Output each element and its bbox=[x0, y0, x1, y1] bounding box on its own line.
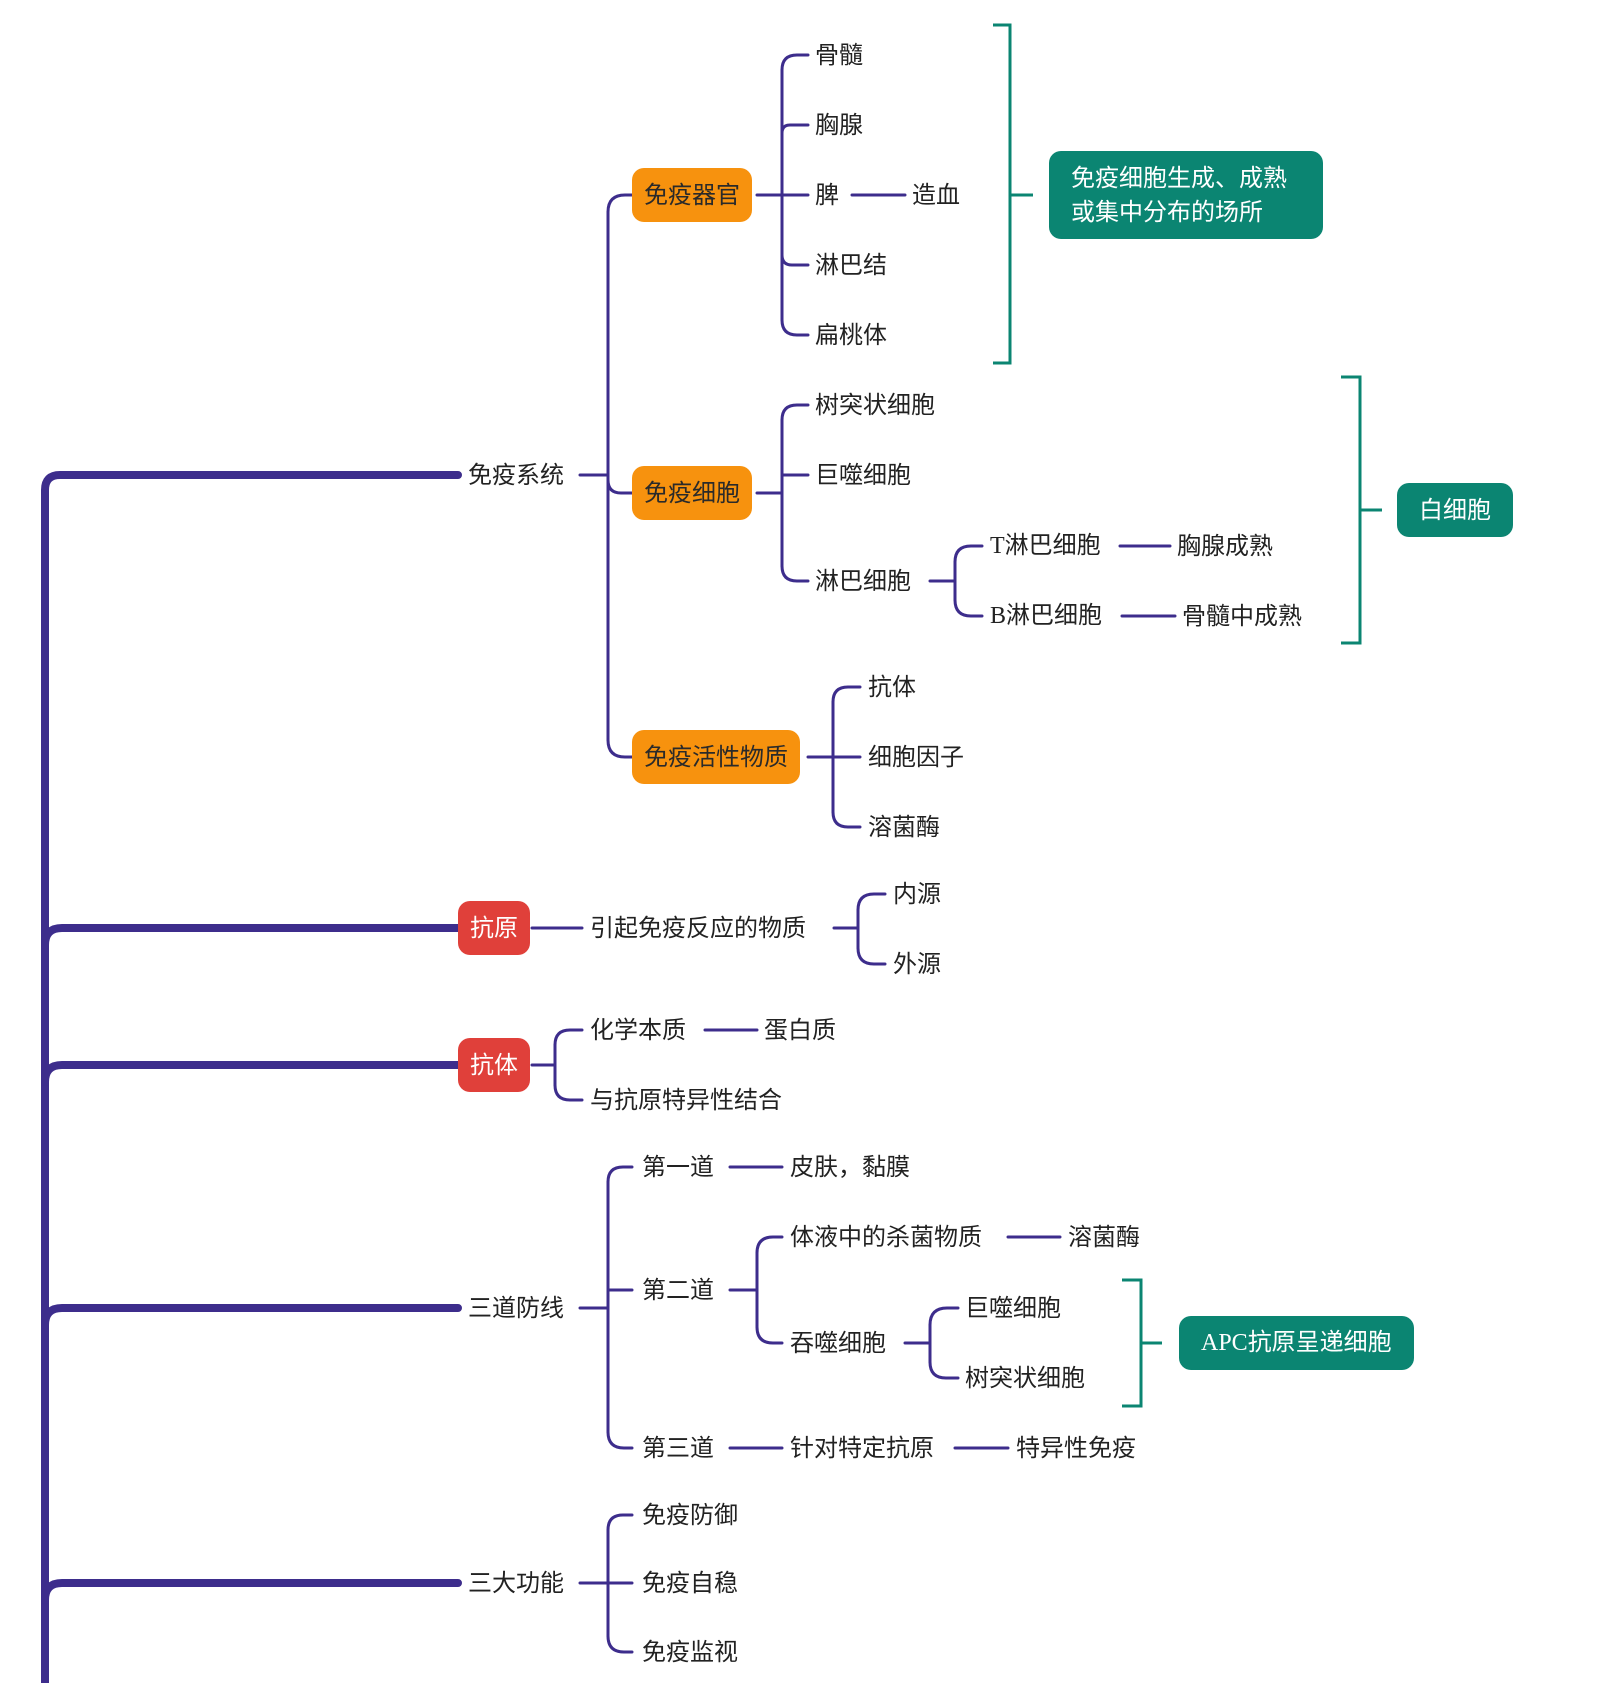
antibody-nature-value: 蛋白质 bbox=[764, 1016, 836, 1044]
defense-phagocyte: 吞噬细胞 bbox=[790, 1329, 886, 1357]
phagocyte-item: 巨噬细胞 bbox=[965, 1294, 1061, 1322]
defense-third: 第三道 bbox=[642, 1434, 714, 1462]
defense-fluid-value: 溶菌酶 bbox=[1068, 1223, 1140, 1251]
node-immune-cells: 免疫细胞 bbox=[632, 466, 752, 520]
active-item: 细胞因子 bbox=[868, 743, 964, 771]
node-immune-active-substances: 免疫活性物质 bbox=[632, 730, 800, 784]
antigen-definition: 引起免疫反应的物质 bbox=[590, 914, 806, 942]
node-immune-organs: 免疫器官 bbox=[632, 168, 752, 222]
function-item: 免疫自稳 bbox=[642, 1569, 738, 1597]
function-item: 免疫防御 bbox=[642, 1501, 738, 1529]
cells-summary: 白细胞 bbox=[1397, 483, 1513, 537]
cell-item: 淋巴细胞 bbox=[815, 567, 911, 595]
node-immune-system: 免疫系统 bbox=[468, 461, 564, 489]
organ-item: 骨髓 bbox=[815, 41, 863, 69]
organs-summary: 免疫细胞生成、成熟或集中分布的场所 bbox=[1049, 151, 1323, 239]
active-item: 溶菌酶 bbox=[868, 813, 940, 841]
antibody-nature: 化学本质 bbox=[590, 1016, 686, 1044]
t-cell-note: 胸腺成熟 bbox=[1177, 532, 1273, 560]
organ-item: 胸腺 bbox=[815, 111, 863, 139]
active-item: 抗体 bbox=[868, 673, 916, 701]
antigen-item: 外源 bbox=[893, 950, 941, 978]
node-three-defense-lines: 三道防线 bbox=[468, 1294, 564, 1322]
function-item: 免疫监视 bbox=[642, 1638, 738, 1666]
t-cell: T淋巴细胞 bbox=[990, 533, 1101, 559]
organ-item: 脾 bbox=[815, 181, 839, 209]
b-cell-note: 骨髓中成熟 bbox=[1182, 602, 1302, 630]
defense-first: 第一道 bbox=[642, 1153, 714, 1181]
antibody-binding: 与抗原特异性结合 bbox=[590, 1086, 782, 1114]
apc-summary: APC抗原呈递细胞 bbox=[1179, 1316, 1414, 1370]
b-cell: B淋巴细胞 bbox=[990, 603, 1103, 629]
defense-third-result: 特异性免疫 bbox=[1016, 1434, 1136, 1462]
spleen-note: 造血 bbox=[912, 181, 960, 209]
organ-item: 扁桃体 bbox=[815, 321, 887, 349]
node-antibody: 抗体 bbox=[458, 1038, 530, 1092]
organ-item: 淋巴结 bbox=[815, 251, 887, 279]
defense-second: 第二道 bbox=[642, 1276, 714, 1304]
node-antigen: 抗原 bbox=[458, 901, 530, 955]
defense-fluid: 体液中的杀菌物质 bbox=[790, 1223, 982, 1251]
phagocyte-item: 树突状细胞 bbox=[965, 1364, 1085, 1392]
antigen-item: 内源 bbox=[893, 880, 941, 908]
defense-first-value: 皮肤，黏膜 bbox=[790, 1153, 910, 1181]
cell-item: 巨噬细胞 bbox=[815, 461, 911, 489]
cell-item: 树突状细胞 bbox=[815, 391, 935, 419]
defense-third-value: 针对特定抗原 bbox=[790, 1434, 934, 1462]
node-three-functions: 三大功能 bbox=[468, 1569, 564, 1597]
